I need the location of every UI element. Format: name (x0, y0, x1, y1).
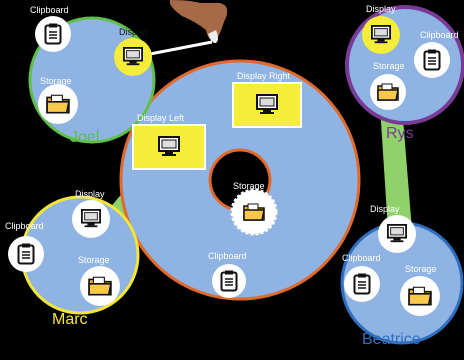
rys-display-button[interactable] (362, 16, 400, 54)
monitor-icon (122, 47, 144, 67)
rys-name: Rys (386, 125, 414, 142)
marc-name: Marc (52, 311, 88, 328)
clipboard-icon (220, 270, 238, 292)
clipboard-icon (353, 273, 371, 295)
center-clipboard-label: Clipboard (208, 251, 247, 261)
folder-icon (408, 286, 432, 306)
marc-display-button[interactable] (72, 200, 110, 238)
marc-storage-label: Storage (78, 255, 110, 265)
joel-storage-button[interactable] (38, 84, 78, 124)
center-clipboard-button[interactable] (212, 264, 246, 298)
monitor-icon (386, 224, 408, 244)
clipboard-icon (44, 23, 62, 45)
display-left-box[interactable] (132, 124, 206, 170)
clipboard-icon (17, 243, 35, 265)
joel-storage-label: Storage (40, 76, 72, 86)
hand-pointer (169, 0, 228, 42)
joel-name: Joel (70, 129, 100, 146)
joel-clipboard-label: Clipboard (30, 5, 69, 15)
monitor-icon (370, 25, 392, 45)
folder-icon (243, 203, 265, 221)
beatrice-storage-label: Storage (405, 264, 437, 274)
display-left-label: Display Left (137, 113, 185, 123)
rys-storage-button[interactable] (370, 74, 406, 110)
rys-clipboard-button[interactable] (414, 42, 450, 78)
folder-icon (377, 83, 399, 101)
clipboard-icon (423, 49, 441, 71)
beatrice-name: Beatrice (362, 331, 421, 348)
center-storage-label: Storage (233, 181, 265, 191)
beatrice-clipboard-button[interactable] (344, 266, 380, 302)
rys-display-label: Display (366, 4, 396, 14)
rys-storage-label: Storage (373, 61, 405, 71)
display-right-box[interactable] (232, 82, 302, 128)
beatrice-storage-button[interactable] (400, 276, 440, 316)
beatrice-display-button[interactable] (378, 215, 416, 253)
folder-icon (88, 276, 112, 296)
monitor-icon (157, 136, 181, 158)
marc-clipboard-label: Clipboard (5, 221, 44, 231)
marc-clipboard-button[interactable] (8, 236, 44, 272)
joel-display-button[interactable] (114, 38, 152, 76)
link-rys-beatrice (380, 106, 412, 230)
monitor-icon (255, 94, 279, 116)
center-storage-button[interactable] (240, 198, 268, 226)
joel-clipboard-button[interactable] (35, 16, 71, 52)
beatrice-display-label: Display (370, 204, 400, 214)
joel-display-label: Display (119, 27, 149, 37)
folder-icon (46, 94, 70, 114)
rys-clipboard-label: Clipboard (420, 30, 459, 40)
beatrice-clipboard-label: Clipboard (342, 253, 381, 263)
marc-display-label: Display (75, 189, 105, 199)
monitor-icon (80, 209, 102, 229)
marc-storage-button[interactable] (80, 266, 120, 306)
display-right-label: Display Right (237, 71, 291, 81)
